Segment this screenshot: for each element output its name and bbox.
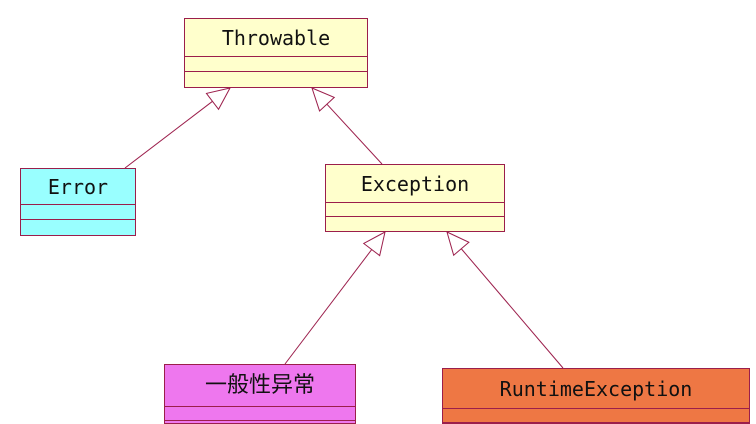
class-name: Error <box>21 169 135 205</box>
class-general-exception[interactable]: 一般性异常 <box>164 364 356 424</box>
attributes-compartment <box>443 409 749 423</box>
inheritance-arrow-error <box>124 87 231 169</box>
attributes-compartment <box>165 407 355 421</box>
generalization-arrowhead <box>205 87 231 111</box>
class-exception[interactable]: Exception <box>325 164 505 232</box>
arrow-line <box>284 249 373 365</box>
inheritance-arrow-runtime_exception <box>446 231 564 369</box>
class-name: RuntimeException <box>443 369 749 409</box>
generalization-arrowhead <box>311 87 336 112</box>
arrow-line <box>124 100 213 169</box>
inheritance-arrow-exception <box>311 87 383 165</box>
generalization-arrowhead <box>446 231 470 257</box>
arrow-line <box>326 103 383 165</box>
arrow-line <box>460 248 564 369</box>
attributes-compartment <box>21 205 135 220</box>
attributes-compartment <box>185 57 367 72</box>
inheritance-arrow-general_exception <box>284 231 386 365</box>
class-name: 一般性异常 <box>165 365 355 407</box>
generalization-arrowhead <box>362 231 386 257</box>
class-error[interactable]: Error <box>20 168 136 236</box>
class-name: Exception <box>326 165 504 203</box>
class-throwable[interactable]: Throwable <box>184 18 368 88</box>
class-name: Throwable <box>185 19 367 57</box>
attributes-compartment <box>326 203 504 217</box>
class-runtime-exception[interactable]: RuntimeException <box>442 368 750 424</box>
